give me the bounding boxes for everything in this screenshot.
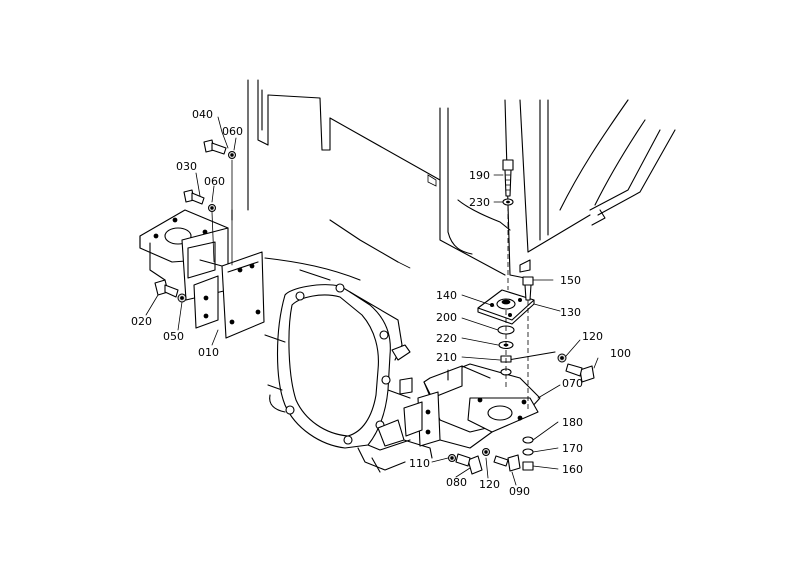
callout-130: 130 bbox=[560, 306, 581, 319]
callout-050: 050 bbox=[163, 330, 184, 343]
callout-110: 110 bbox=[409, 457, 430, 470]
callout-210: 210 bbox=[436, 351, 457, 364]
callout-170: 170 bbox=[562, 442, 583, 455]
callout-080: 080 bbox=[446, 476, 467, 489]
callout-060-upper: 060 bbox=[222, 125, 243, 138]
washers-160-180 bbox=[522, 436, 534, 471]
callout-120-right: 120 bbox=[582, 330, 603, 343]
callout-040: 040 bbox=[192, 108, 213, 121]
callout-labels: 040 060 030 060 020 050 010 190 230 150 … bbox=[131, 108, 631, 498]
callout-180: 180 bbox=[562, 416, 583, 429]
callout-160: 160 bbox=[562, 463, 583, 476]
callout-190: 190 bbox=[469, 169, 490, 182]
bolt-080 bbox=[448, 453, 483, 475]
bolt-020 bbox=[154, 279, 187, 303]
bolt-090 bbox=[482, 448, 521, 472]
callout-200: 200 bbox=[436, 311, 457, 324]
callout-060-lower: 060 bbox=[204, 175, 225, 188]
callout-150: 150 bbox=[560, 274, 581, 287]
rubber-mount-130 bbox=[477, 289, 535, 325]
callout-220: 220 bbox=[436, 332, 457, 345]
callout-020: 020 bbox=[131, 315, 152, 328]
left-mount-bracket bbox=[139, 209, 265, 339]
callout-120-bottom: 120 bbox=[479, 478, 500, 491]
bolt-040 bbox=[203, 139, 236, 159]
bolt-030 bbox=[183, 189, 216, 212]
bolt-150 bbox=[522, 276, 534, 301]
callout-140: 140 bbox=[436, 289, 457, 302]
callout-100: 100 bbox=[610, 347, 631, 360]
callout-070: 070 bbox=[562, 377, 583, 390]
callout-030: 030 bbox=[176, 160, 197, 173]
bolt-100 bbox=[557, 353, 595, 383]
leader-lines bbox=[145, 116, 599, 486]
flywheel-housing bbox=[264, 283, 433, 473]
callout-010: 010 bbox=[198, 346, 219, 359]
right-mount-bracket bbox=[403, 351, 556, 449]
callout-090: 090 bbox=[509, 485, 530, 498]
callout-230: 230 bbox=[469, 196, 490, 209]
frame-body bbox=[231, 79, 676, 281]
bolt-190 bbox=[502, 159, 514, 206]
